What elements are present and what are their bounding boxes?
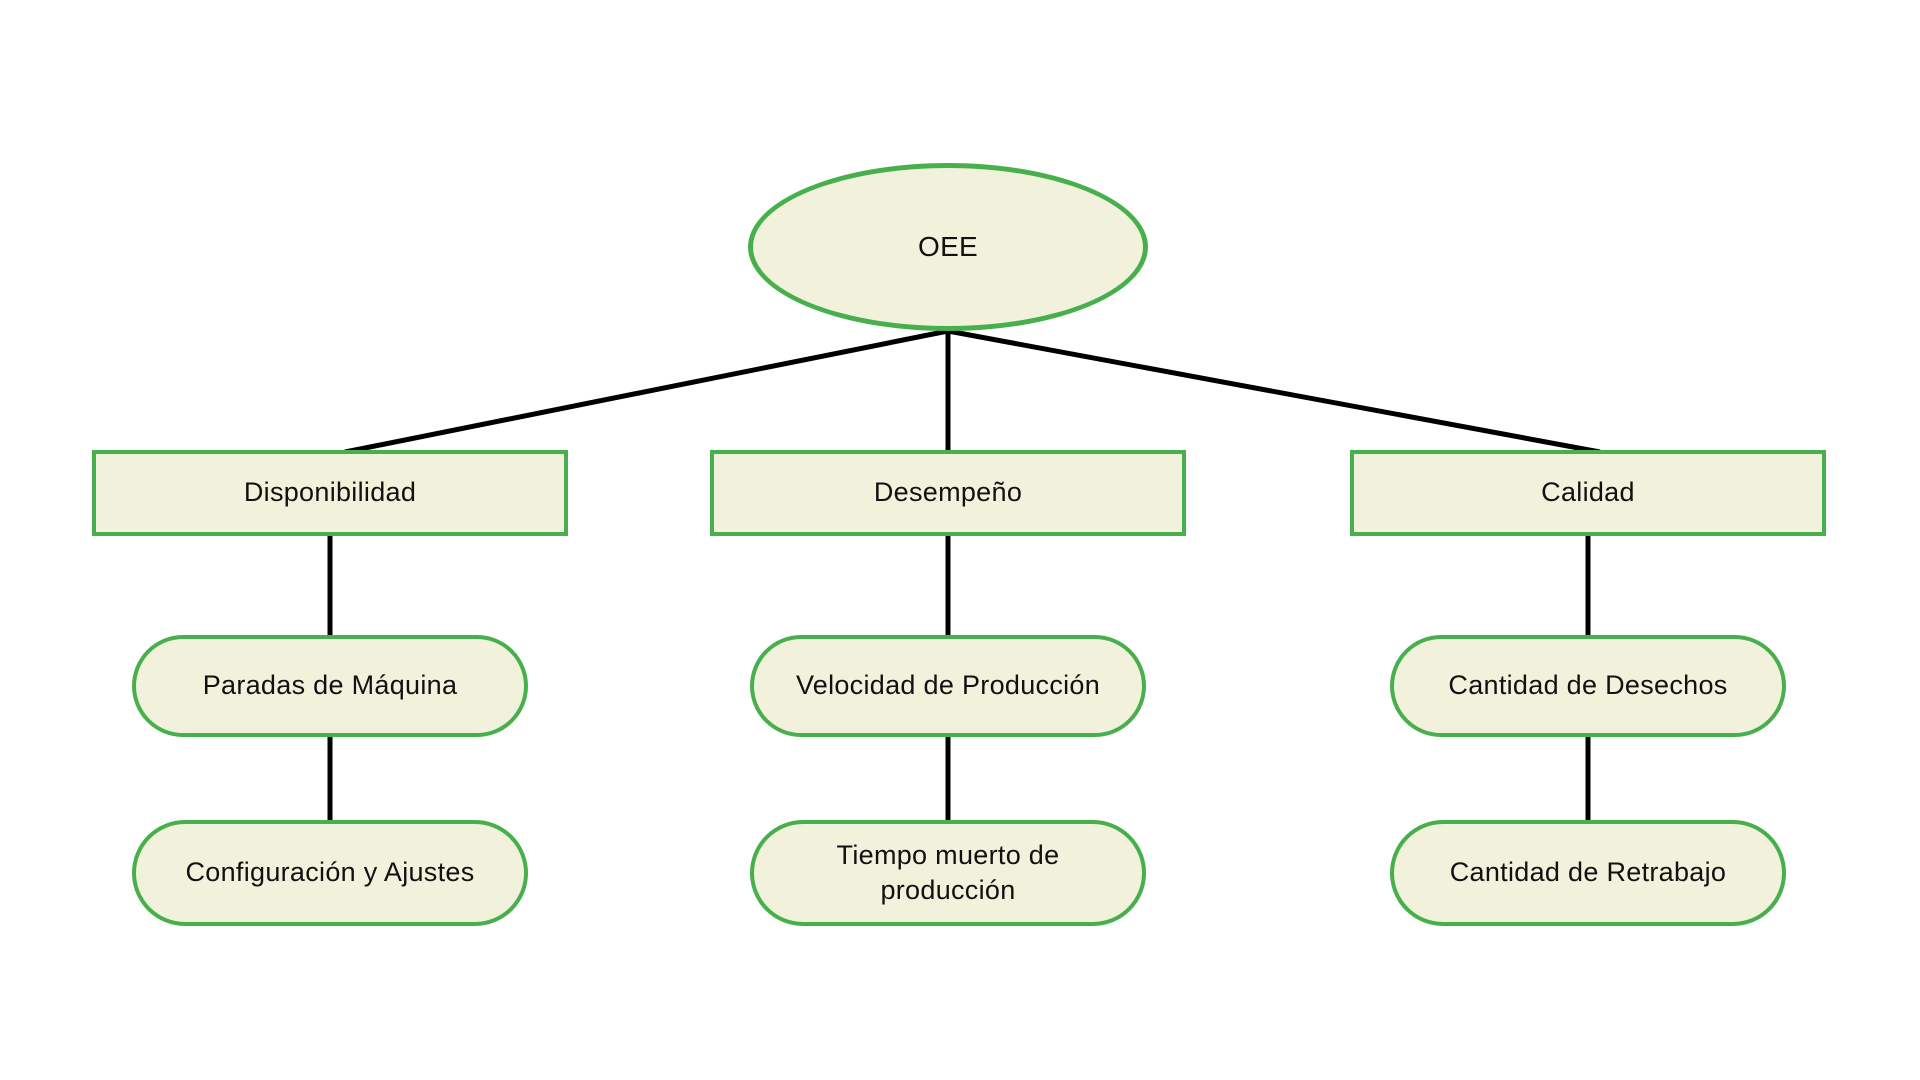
node-oee-label: OEE	[917, 230, 979, 262]
node-desempeno-label: Desempeño	[873, 477, 1023, 508]
node-tiempo-muerto-de-produccion-label: Tiempo muerto de producción	[836, 839, 1060, 905]
connector-root-to-calidad	[947, 328, 1601, 455]
node-configuracion-y-ajustes: Configuración y Ajustes	[132, 820, 528, 926]
node-disponibilidad-label: Disponibilidad	[243, 477, 417, 508]
connector-root-to-disponibilidad	[344, 328, 949, 455]
node-cantidad-de-retrabajo: Cantidad de Retrabajo	[1390, 820, 1786, 926]
node-paradas-de-maquina-label: Paradas de Máquina	[202, 670, 458, 701]
node-cantidad-de-desechos-label: Cantidad de Desechos	[1448, 670, 1728, 701]
node-disponibilidad: Disponibilidad	[92, 450, 568, 536]
node-paradas-de-maquina: Paradas de Máquina	[132, 635, 528, 737]
node-desempeno: Desempeño	[710, 450, 1186, 536]
node-configuracion-y-ajustes-label: Configuración y Ajustes	[185, 857, 475, 888]
node-oee: OEE	[748, 163, 1148, 331]
node-velocidad-de-produccion-label: Velocidad de Producción	[795, 670, 1101, 701]
node-cantidad-de-desechos: Cantidad de Desechos	[1390, 635, 1786, 737]
node-tiempo-muerto-de-produccion: Tiempo muerto de producción	[750, 820, 1146, 926]
node-calidad-label: Calidad	[1541, 477, 1635, 508]
node-velocidad-de-produccion: Velocidad de Producción	[750, 635, 1146, 737]
node-cantidad-de-retrabajo-label: Cantidad de Retrabajo	[1449, 857, 1727, 888]
node-calidad: Calidad	[1350, 450, 1826, 536]
